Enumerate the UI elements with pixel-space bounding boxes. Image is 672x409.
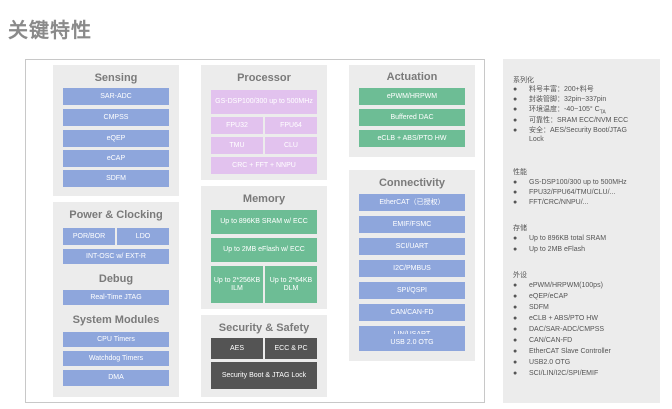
sidebar-periph-head: 外设 [513,272,527,279]
power-title: Power & Clocking [69,209,163,221]
security-ecc-pc: ECC & PC [265,338,317,359]
conn-spi: SPI/QSPI [359,282,465,299]
security-aes: AES [211,338,263,359]
debug-jtag: Real-Time JTAG [63,290,169,305]
sidebar-periph-item: ●SDFM [513,304,549,311]
processor-dsp: GS-DSP100/300 up to 500MHz [211,90,317,114]
sysmod-dma: DMA [63,370,169,386]
conn-sci-uart: SCI/UART [359,238,465,255]
sidebar-periph-item: ●ePWM/HRPWM(100ps) [513,282,603,289]
debug-title: Debug [98,273,134,285]
actuation-dac: Buffered DAC [359,109,465,126]
sidebar-periph-item: ●EtherCAT Slave Controller [513,348,611,355]
sidebar-series-item: ●料号丰富：200+料号 [513,86,594,93]
sidebar-periph-item: ●eQEP/eCAP [513,293,568,300]
sidebar-periph-item: ●CAN/CAN-FD [513,337,573,344]
sensing-title: Sensing [94,72,138,84]
sidebar-storage-head: 存储 [513,225,527,232]
sidebar-periph-item: ●DAC/SAR-ADC/CMPSS [513,326,605,333]
sysmod-title: System Modules [72,314,160,326]
security-title: Security & Safety [218,322,310,334]
conn-ethercat: EtherCAT（已授权） [359,194,465,211]
memory-title: Memory [242,193,286,205]
sidebar-perf-item: ●FFT/CRC/NNPU/... [513,199,589,206]
processor-crc-fft-nnpu: CRC + FFT + NNPU [211,157,317,174]
feature-sidebar: 系列化 ●料号丰富：200+料号 ●封装管脚：32pin~337pin ●环境温… [503,59,660,403]
sidebar-series-item: ●环境温度：-40~105° CTA [513,106,606,116]
sensing-sdfm: SDFM [63,170,169,187]
sidebar-periph-item: ●SCI/LIN/I2C/SPI/EMIF [513,370,599,377]
conn-can: CAN/CAN-FD [359,304,465,321]
processor-fpu64: FPU64 [265,117,317,134]
sysmod-watchdog: Watchdog Timers [63,351,169,366]
connectivity-title: Connectivity [378,177,445,189]
processor-tmu: TMU [211,137,263,154]
sidebar-storage-item: ●Up to 2MB eFlash [513,246,586,253]
conn-usb-otg: USB 2.0 OTG [359,334,465,351]
sensing-sar-adc: SAR-ADC [63,88,169,105]
sidebar-series-item: ●封装管脚：32pin~337pin [513,96,607,103]
sidebar-periph-item: ●USB2.0 OTG [513,359,571,366]
sensing-cmpss: CMPSS [63,109,169,126]
conn-i2c: I2C/PMBUS [359,260,465,277]
memory-ilm: Up to 2*256KB ILM [211,266,263,303]
processor-title: Processor [237,72,291,84]
actuation-epwm: ePWM/HRPWM [359,88,465,105]
memory-eflash: Up to 2MB eFlash w/ ECC [211,238,317,262]
processor-fpu32: FPU32 [211,117,263,134]
sidebar-series-head: 系列化 [513,77,534,84]
sensing-eqep: eQEP [63,130,169,147]
sidebar-perf-item: ●GS-DSP100/300 up to 500MHz [513,179,627,186]
actuation-eclb: eCLB + ABS/PTO HW [359,130,465,147]
sidebar-perf-item: ●FPU32/FPU64/TMU/CLU/... [513,189,616,196]
sidebar-series-item: ●可靠性：SRAM ECC/NVM ECC [513,117,629,124]
page-title: 关键特性 [8,20,92,42]
security-boot-jtag: Security Boot & JTAG Lock [211,362,317,389]
power-ldo: LDO [117,228,169,245]
actuation-title: Actuation [386,71,438,83]
power-osc: INT-OSC w/ EXT-R [63,249,169,264]
memory-dlm: Up to 2*64KB DLM [265,266,317,303]
sysmod-cpu-timers: CPU Timers [63,332,169,347]
power-por-bor: POR/BOR [63,228,115,245]
sidebar-periph-item: ●eCLB + ABS/PTO HW [513,315,598,322]
memory-sram: Up to 896KB SRAM w/ ECC [211,210,317,234]
sidebar-perf-head: 性能 [513,169,527,176]
conn-emif: EMIF/FSMC [359,216,465,233]
sensing-ecap: eCAP [63,150,169,167]
processor-clu: CLU [265,137,317,154]
sidebar-storage-item: ●Up to 896KB total SRAM [513,235,607,242]
